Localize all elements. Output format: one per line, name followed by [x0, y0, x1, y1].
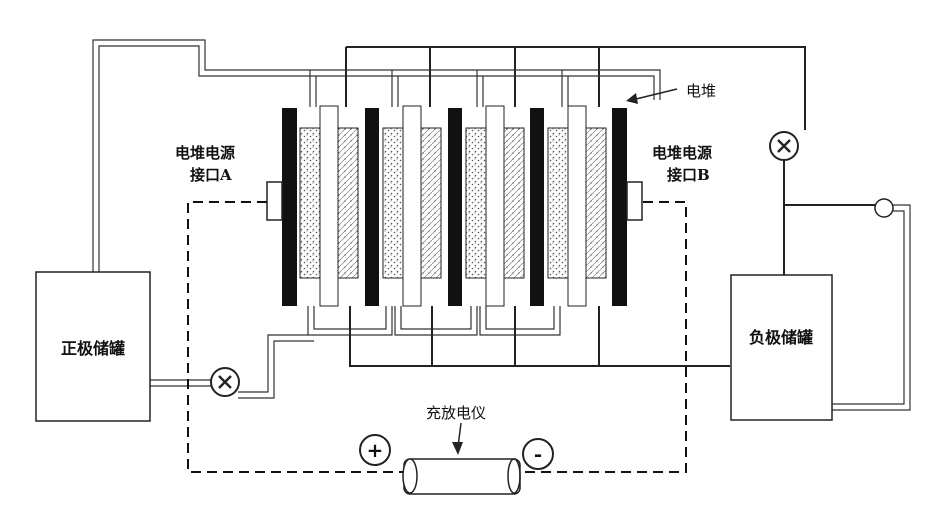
interface-a-label-line2: 接口A — [190, 166, 232, 184]
stack-arrow — [626, 89, 677, 104]
charger-device — [403, 459, 520, 494]
power-interface-b — [627, 182, 642, 220]
pump-icon — [770, 132, 798, 160]
interface-b-label-line2: 接口B — [667, 166, 710, 184]
valve-icon — [875, 199, 893, 217]
pump-icon — [211, 368, 239, 396]
charger-arrow — [452, 423, 463, 455]
bipolar-plate-3 — [530, 108, 544, 306]
positive-tank: 正极储罐 — [36, 272, 150, 421]
negative-tank: 负极储罐 — [731, 275, 832, 420]
power-interface-a — [267, 182, 282, 220]
charger-label: 充放电仪 — [426, 404, 486, 422]
right-return-pipe — [832, 205, 910, 410]
interface-a-label-line1: 电堆电源 — [175, 144, 235, 162]
right-wiring — [784, 160, 875, 275]
bipolar-plate-2 — [448, 108, 462, 306]
positive-terminal: + — [360, 435, 390, 465]
end-plate-a — [282, 108, 297, 306]
positive-tank-label: 正极储罐 — [61, 339, 125, 358]
bottom-wiring — [350, 306, 730, 366]
stack-label: 电堆 — [686, 82, 716, 100]
cell-stack — [282, 106, 627, 306]
svg-text:+: + — [367, 438, 384, 462]
bipolar-plate-1 — [365, 108, 379, 306]
interface-b-label-line1: 电堆电源 — [652, 144, 712, 162]
svg-text:-: - — [534, 442, 542, 466]
negative-terminal: - — [523, 439, 553, 469]
end-plate-b — [612, 108, 627, 306]
negative-tank-label: 负极储罐 — [749, 328, 813, 347]
